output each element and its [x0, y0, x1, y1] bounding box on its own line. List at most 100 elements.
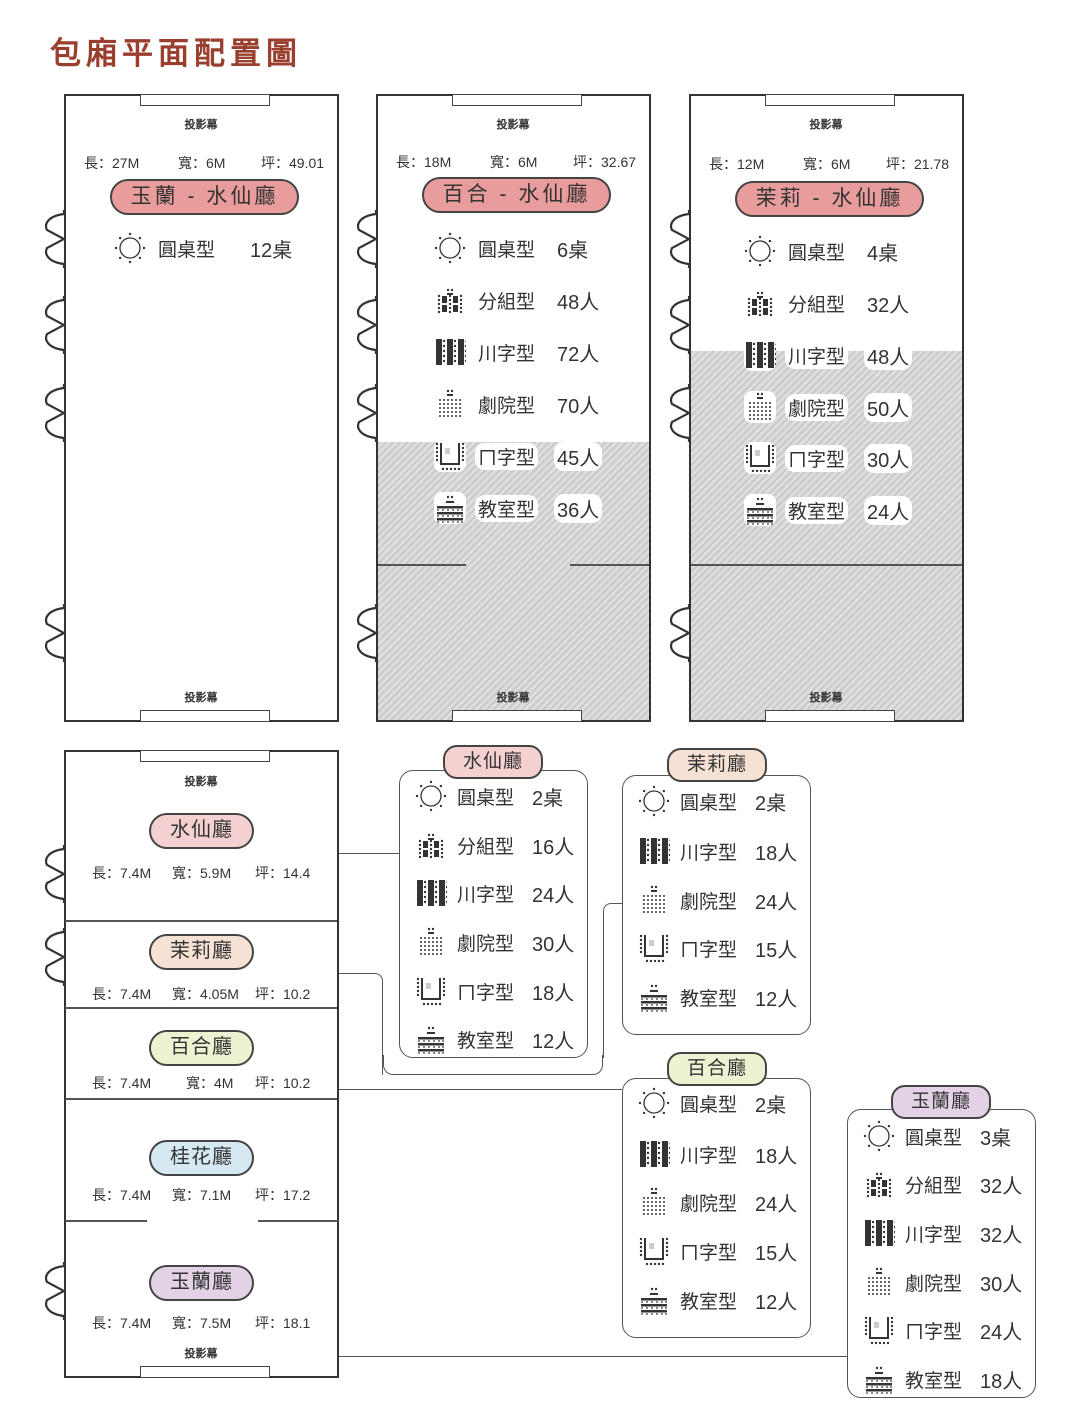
- room-length: 長：18M: [396, 154, 452, 170]
- connector-line: [339, 1089, 622, 1090]
- layout-capacity: 18人: [755, 1145, 798, 1168]
- projection-screen: [452, 94, 582, 106]
- layout-capacity: 24人: [532, 884, 575, 907]
- divider: [65, 1220, 147, 1222]
- room-name-badge: 玉蘭 - 水仙廳: [110, 179, 299, 215]
- u-shape-icon: [416, 977, 446, 1006]
- layout-label: 川字型: [785, 341, 849, 369]
- layout-label: ㄇ字型: [475, 442, 539, 470]
- layout-capacity: 30人: [980, 1273, 1023, 1296]
- screen-label: 投影幕: [184, 119, 218, 131]
- round-table-icon: [638, 785, 670, 817]
- door-icon: [669, 384, 692, 442]
- divider: [65, 1007, 337, 1009]
- door-icon: [356, 384, 379, 442]
- room-ping: 坪：18.1: [255, 1315, 311, 1331]
- u-shape-icon: [744, 442, 776, 474]
- layout-label: ㄇ字型: [785, 444, 849, 472]
- connector-line: [339, 973, 383, 1075]
- layout-row: 教室型 12人: [641, 1285, 854, 1315]
- layout-label: 圓桌型: [478, 239, 536, 261]
- room-name-badge: 茉莉廳: [149, 934, 254, 970]
- round-table-icon: [434, 232, 466, 264]
- layout-label: 川字型: [680, 1145, 738, 1167]
- card-title: 水仙廳: [443, 745, 543, 779]
- classroom-icon: [744, 494, 776, 526]
- divider: [691, 564, 962, 566]
- door-icon: [44, 845, 67, 903]
- room-ping: 坪：49.01: [261, 155, 325, 171]
- layout-capacity: 18人: [532, 982, 575, 1005]
- room-length: 長：7.4M: [92, 986, 152, 1002]
- layout-label: 教室型: [785, 496, 849, 524]
- round-table-icon: [863, 1120, 895, 1152]
- layout-label: 教室型: [680, 1291, 738, 1313]
- divider: [570, 564, 649, 566]
- layout-capacity: 12桌: [250, 239, 293, 262]
- door-icon: [669, 296, 692, 354]
- room-length: 長：7.4M: [92, 865, 152, 881]
- layout-capacity: 30人: [864, 443, 913, 473]
- room-ping: 坪：21.78: [886, 156, 950, 172]
- layout-capacity: 3桌: [980, 1127, 1012, 1150]
- card-title: 百合廳: [667, 1052, 767, 1086]
- layout-capacity: 12人: [532, 1030, 575, 1053]
- room-ping: 坪：32.67: [573, 154, 637, 170]
- layout-capacity: 4桌: [867, 242, 899, 265]
- door-icon: [44, 210, 67, 268]
- layout-label: ㄇ字型: [905, 1321, 963, 1343]
- projection-screen: [765, 710, 895, 722]
- layout-capacity: 32人: [867, 294, 910, 317]
- connector-line: [339, 853, 399, 854]
- projection-screen: [452, 710, 582, 722]
- room-width: 寬：6M: [178, 155, 226, 171]
- room-name-badge: 玉蘭廳: [149, 1265, 254, 1301]
- layout-label: 川字型: [478, 343, 536, 365]
- door-icon: [44, 928, 67, 986]
- room-width: 寬：4M: [186, 1075, 234, 1091]
- u-shape-icon: [639, 934, 669, 963]
- divider: [258, 1220, 338, 1222]
- door-icon: [44, 1262, 67, 1320]
- room-length: 長：27M: [84, 155, 140, 171]
- layout-label: 川字型: [905, 1224, 963, 1246]
- projection-screen: [140, 1366, 270, 1378]
- layout-capacity: 12人: [755, 1291, 798, 1314]
- layout-row: 川字型 72人: [436, 337, 650, 367]
- layout-capacity: 24人: [864, 495, 913, 525]
- room-length: 長：7.4M: [92, 1187, 152, 1203]
- screen-label: 投影幕: [496, 692, 530, 704]
- layout-capacity: 32人: [980, 1175, 1023, 1198]
- room-name-badge: 桂花廳: [149, 1140, 254, 1176]
- connector-line: [603, 903, 623, 1058]
- projection-screen: [140, 94, 270, 106]
- door-icon: [356, 210, 379, 268]
- projection-screen: [765, 94, 895, 106]
- theater-icon: [868, 1267, 890, 1295]
- layout-label: 圓桌型: [680, 792, 738, 814]
- layout-label: 圓桌型: [905, 1127, 963, 1149]
- layout-label: ㄇ字型: [680, 1242, 738, 1264]
- layout-label: 川字型: [680, 842, 738, 864]
- layout-capacity: 2桌: [755, 792, 787, 815]
- layout-label: 劇院型: [905, 1273, 963, 1295]
- room-ping: 坪：14.4: [255, 865, 311, 881]
- layout-capacity: 72人: [557, 343, 600, 366]
- layout-capacity: 18人: [755, 842, 798, 865]
- door-icon: [44, 604, 67, 662]
- layout-row: 圓桌型 2桌: [638, 785, 854, 817]
- layout-row: 教室型 24人: [744, 494, 960, 526]
